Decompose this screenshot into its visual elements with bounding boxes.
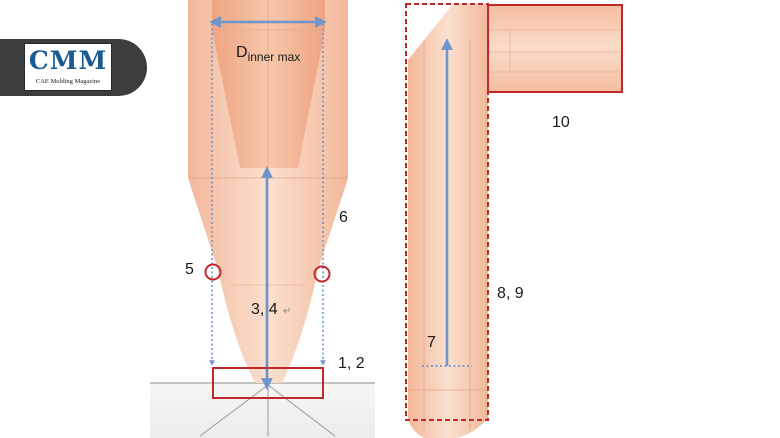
vortex-finder bbox=[212, 0, 325, 168]
label-5: 5 bbox=[185, 261, 194, 278]
return-mark: ↵ bbox=[283, 306, 291, 317]
label-1-2: 1, 2 bbox=[338, 355, 365, 372]
stand-leg-left bbox=[199, 384, 269, 437]
marker-circle-6 bbox=[313, 265, 331, 283]
logo-subtitle: CAE Molding Magazine bbox=[35, 78, 101, 85]
label-inner-max: inner max bbox=[248, 50, 301, 64]
label-7: 7 bbox=[427, 334, 436, 351]
cyclone-body bbox=[150, 0, 375, 438]
horizontal-duct bbox=[488, 5, 622, 92]
label-d-inner-max: Dinner max bbox=[236, 44, 300, 64]
inlet-assembly bbox=[405, 3, 623, 438]
label-6: 6 bbox=[339, 209, 348, 226]
pipe-rect-8-9 bbox=[405, 3, 489, 421]
label-8-9: 8, 9 bbox=[497, 285, 524, 302]
label-3-4: 3, 4 bbox=[251, 301, 278, 318]
marker-circle-5 bbox=[204, 263, 222, 281]
duct-rect-10 bbox=[487, 4, 623, 93]
logo-text: CMM bbox=[28, 46, 108, 75]
stand-leg-right bbox=[267, 384, 336, 437]
label-10: 10 bbox=[552, 114, 570, 131]
cmm-logo: CMM CAE Molding Magazine bbox=[24, 43, 112, 91]
magazine-badge: CMM CAE Molding Magazine bbox=[0, 39, 147, 96]
ground-plane bbox=[150, 383, 375, 438]
label-d: D bbox=[236, 44, 248, 61]
outlet-rect-1-2 bbox=[212, 367, 324, 399]
diagram-labels: Dinner max 5 6 3, 4 ↵ 1, 2 7 8, 9 10 bbox=[185, 44, 570, 372]
